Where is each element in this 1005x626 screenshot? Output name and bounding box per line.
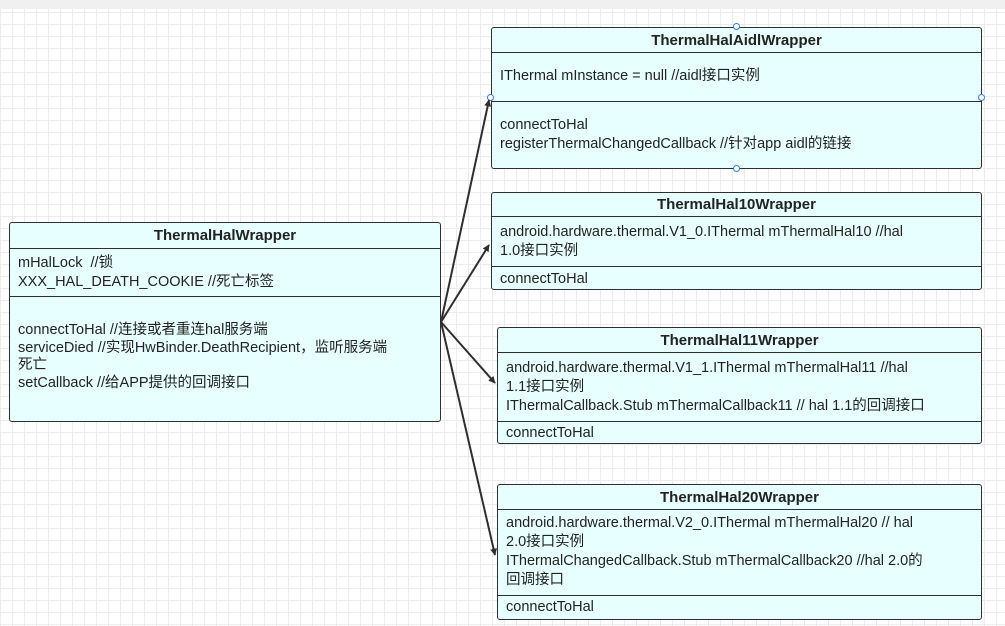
method-line: connectToHal [506, 425, 594, 441]
method-line: serviceDied //实现HwBinder.DeathRecipient，… [18, 340, 388, 356]
arrow-to-hal11-wrapper[interactable] [440, 321, 496, 384]
method-line: registerThermalChangedCallback //针对app a… [500, 136, 852, 152]
selection-handle[interactable] [733, 165, 740, 172]
methods-section: connectToHal [492, 267, 981, 289]
method-line: connectToHal [500, 271, 588, 287]
class-title: ThermalHalWrapper [10, 223, 440, 249]
methods-section: connectToHal registerThermalChangedCallb… [492, 102, 981, 154]
attribute-line: android.hardware.thermal.V2_0.IThermal m… [506, 515, 913, 531]
arrow-to-hal20-wrapper[interactable] [440, 321, 497, 556]
attribute-line: android.hardware.thermal.V1_1.IThermal m… [506, 360, 908, 376]
attribute-line: IThermalCallback.Stub mThermalCallback11… [506, 398, 925, 414]
class-title: ThermalHal10Wrapper [492, 193, 981, 217]
class-box-thermal-hal-aidl-wrapper[interactable]: ThermalHalAidlWrapper IThermal mInstance… [491, 27, 982, 169]
attribute-line: android.hardware.thermal.V1_0.IThermal m… [500, 224, 903, 240]
class-box-thermal-hal10-wrapper[interactable]: ThermalHal10Wrapper android.hardware.the… [491, 192, 982, 290]
attribute-line: 回调接口 [506, 572, 564, 588]
attributes-section: android.hardware.thermal.V2_0.IThermal m… [498, 510, 981, 596]
class-box-thermal-hal-wrapper[interactable]: ThermalHalWrapper mHalLock //锁 XXX_HAL_D… [9, 222, 441, 422]
arrow-to-aidl-wrapper[interactable] [440, 99, 492, 323]
method-line: 死亡 [18, 357, 47, 373]
attributes-section: IThermal mInstance = null //aidl接口实例 [492, 53, 981, 102]
method-line: connectToHal [500, 117, 588, 133]
method-line: connectToHal [506, 599, 594, 615]
attributes-section: android.hardware.thermal.V1_0.IThermal m… [492, 217, 981, 267]
method-line: setCallback //给APP提供的回调接口 [18, 375, 251, 391]
methods-section: connectToHal //连接或者重连hal服务端 serviceDied … [10, 297, 440, 393]
class-box-thermal-hal20-wrapper[interactable]: ThermalHal20Wrapper android.hardware.the… [497, 484, 982, 620]
attributes-section: mHalLock //锁 XXX_HAL_DEATH_COOKIE //死亡标签 [10, 249, 440, 297]
attribute-line: 1.0接口实例 [500, 243, 579, 259]
selection-handle[interactable] [978, 94, 985, 101]
class-title: ThermalHal20Wrapper [498, 485, 981, 510]
class-title: ThermalHal11Wrapper [498, 328, 981, 353]
class-title: ThermalHalAidlWrapper [492, 28, 981, 53]
class-box-thermal-hal11-wrapper[interactable]: ThermalHal11Wrapper android.hardware.the… [497, 327, 982, 444]
attributes-section: android.hardware.thermal.V1_1.IThermal m… [498, 353, 981, 422]
attribute-line: 2.0接口实例 [506, 534, 585, 550]
arrow-to-hal10-wrapper[interactable] [440, 244, 490, 323]
canvas-top-bar [0, 0, 1005, 9]
attribute-line: mHalLock //锁 [18, 255, 114, 271]
methods-section: connectToHal [498, 596, 981, 617]
attribute-line: XXX_HAL_DEATH_COOKIE //死亡标签 [18, 274, 274, 290]
attribute-line: IThermal mInstance = null //aidl接口实例 [500, 68, 760, 84]
attribute-line: 1.1接口实例 [506, 379, 585, 395]
methods-section: connectToHal [498, 422, 981, 443]
selection-handle[interactable] [733, 23, 740, 30]
method-line: connectToHal //连接或者重连hal服务端 [18, 322, 268, 338]
attribute-line: IThermalChangedCallback.Stub mThermalCal… [506, 553, 923, 569]
